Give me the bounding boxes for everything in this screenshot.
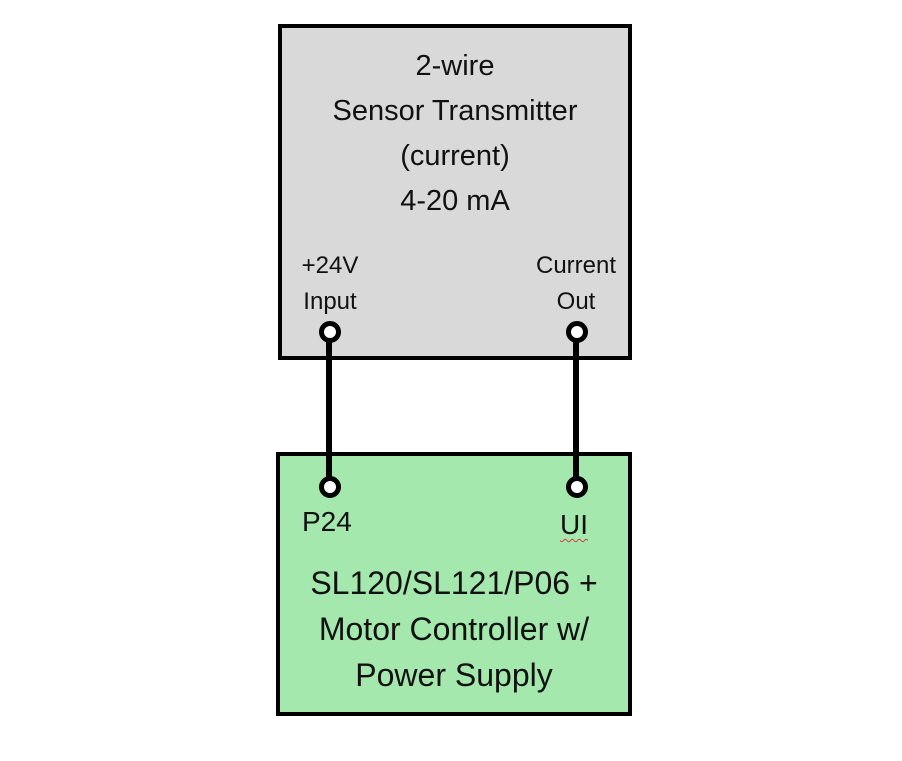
terminal-current-out [566, 321, 588, 343]
transmitter-title-line-4: 4-20 mA [400, 185, 510, 217]
pin-label-24v-input: +24V Input [280, 248, 380, 320]
pin-label-24v-line-2: Input [303, 288, 357, 315]
wire-current-out-to-ui [573, 338, 579, 480]
wire-24v-to-p24 [326, 338, 332, 480]
terminal-ui [566, 476, 588, 498]
pin-label-current-out-line-1: Current [535, 252, 617, 279]
sensor-transmitter-block [278, 24, 632, 360]
pin-label-current-out-line-2: Out [556, 288, 596, 315]
controller-title-line-3: Power Supply [355, 657, 553, 693]
pin-label-current-out: Current Out [520, 248, 632, 320]
pin-label-p24: P24 [302, 506, 352, 537]
transmitter-title: 2-wire Sensor Transmitter (current) 4-20… [278, 44, 632, 224]
transmitter-title-line-3: (current) [400, 140, 510, 172]
controller-title-line-1: SL120/SL121/P06 + [310, 565, 598, 601]
transmitter-title-line-2: Sensor Transmitter [332, 95, 578, 127]
terminal-24v-input [319, 321, 341, 343]
controller-title-line-2: Motor Controller w/ [318, 611, 590, 647]
terminal-p24 [319, 476, 341, 498]
pin-label-24v-line-1: +24V [301, 252, 359, 279]
controller-title: SL120/SL121/P06 + Motor Controller w/ Po… [276, 560, 632, 698]
transmitter-title-line-1: 2-wire [415, 50, 495, 82]
pin-label-ui: UI [560, 509, 588, 540]
